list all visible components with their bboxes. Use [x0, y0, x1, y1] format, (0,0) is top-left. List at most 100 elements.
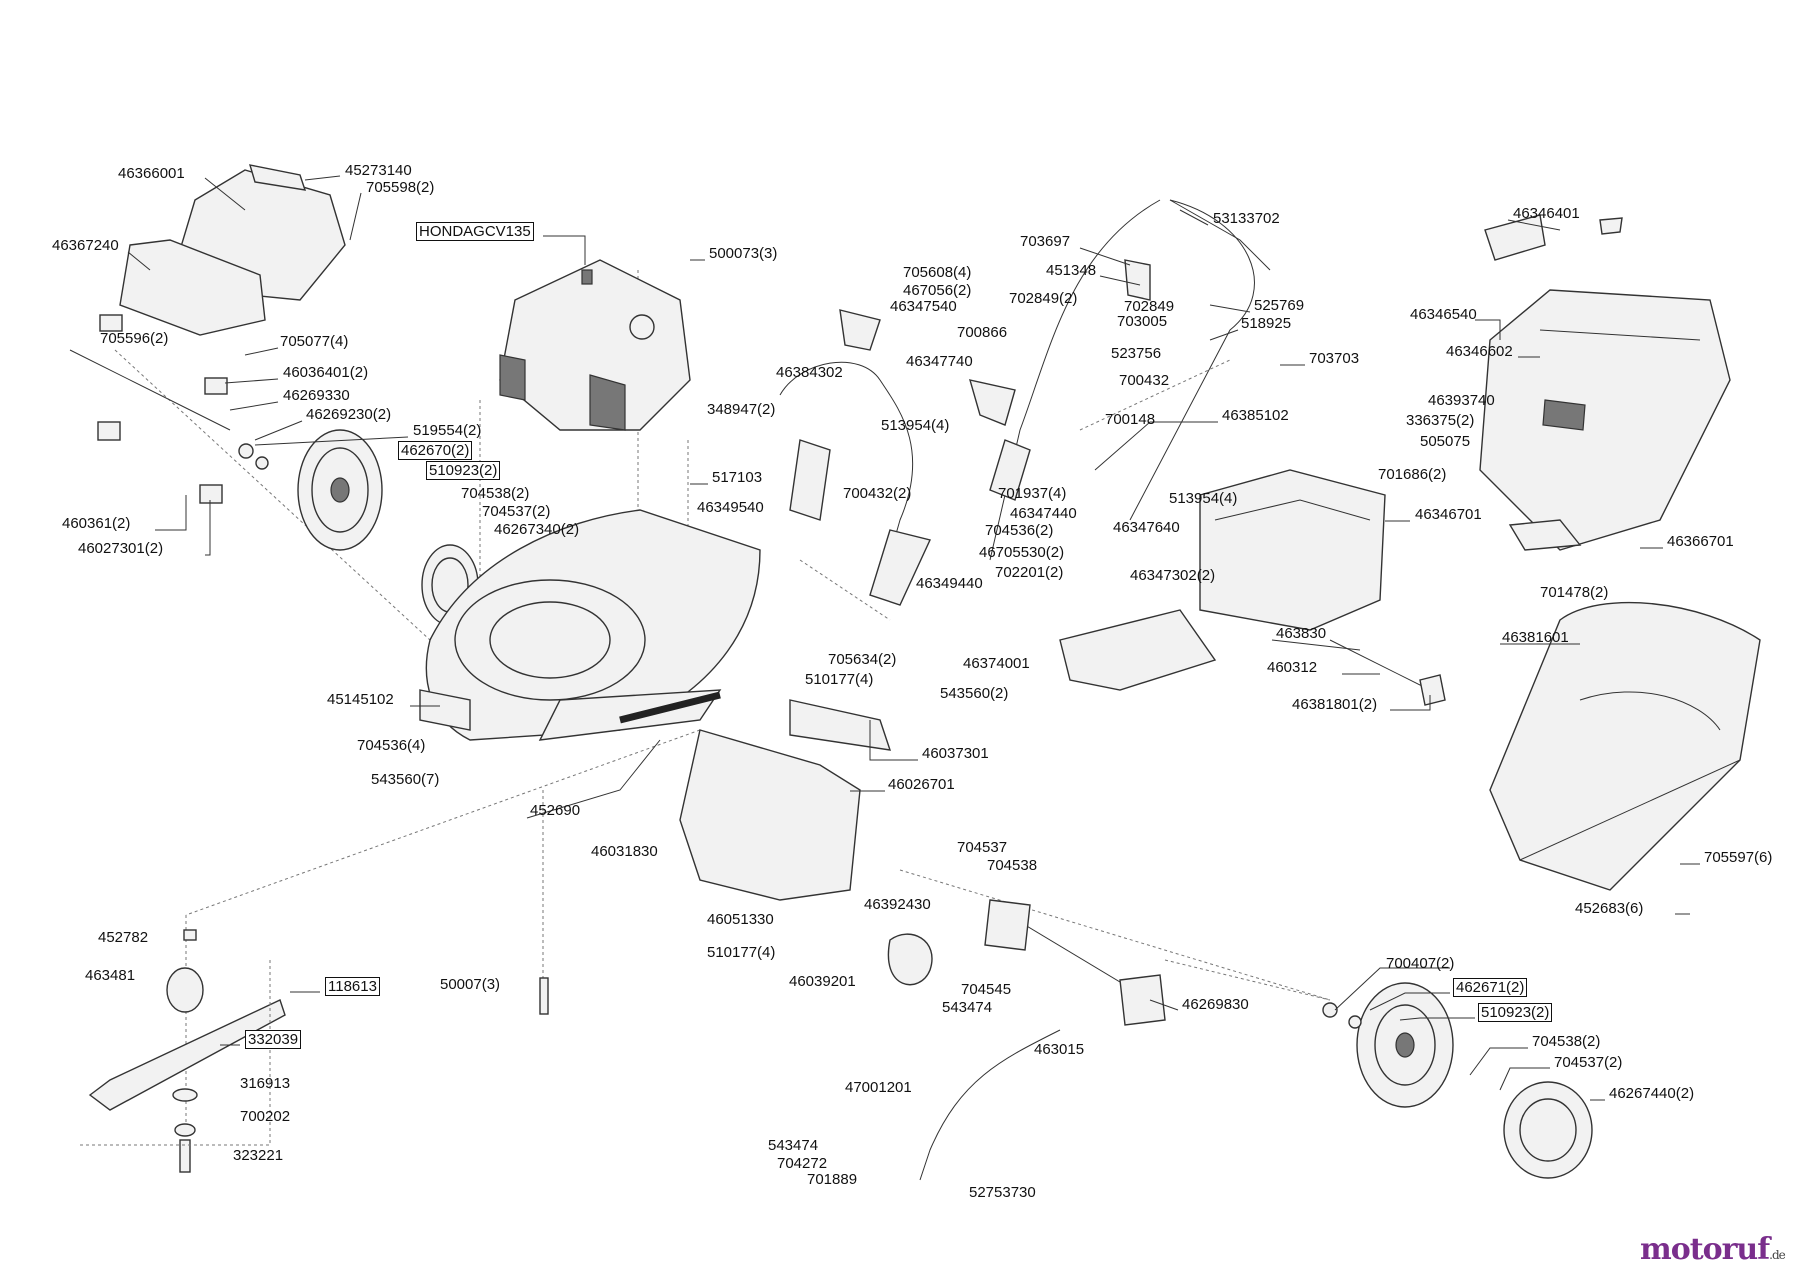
part-label: 46346540 [1410, 306, 1477, 323]
part-label: 46349440 [916, 575, 983, 592]
blade-assembly [88, 929, 549, 1173]
grass-box-top [1479, 214, 1731, 551]
part-label: 700407(2) [1386, 955, 1455, 972]
part-label: 452690 [530, 802, 581, 819]
part-label: 510923(2) [426, 461, 501, 480]
part-label: 46374001 [963, 655, 1030, 672]
part-label: 45273140 [345, 162, 412, 179]
upper-handle [989, 199, 1271, 561]
part-label: 705077(4) [280, 333, 349, 350]
brand-logo: motoruf.de [1640, 1232, 1786, 1267]
part-label: 703697 [1020, 233, 1071, 250]
engine-shroud-group [69, 164, 346, 504]
part-label: 46036401(2) [283, 364, 369, 381]
part-label: 523756 [1111, 345, 1162, 362]
part-label: 705597(6) [1704, 849, 1773, 866]
part-label: 46347302(2) [1130, 567, 1216, 584]
part-label: 463830 [1276, 625, 1327, 642]
part-label: 700148 [1105, 411, 1156, 428]
part-label: 46366001 [118, 165, 185, 182]
part-label: 460361(2) [62, 515, 131, 532]
part-label: 703703 [1309, 350, 1360, 367]
part-label: 46385102 [1222, 407, 1289, 424]
part-label: 701478(2) [1540, 584, 1609, 601]
part-label: 46346602 [1446, 343, 1513, 360]
part-label: 704537(2) [1554, 1054, 1623, 1071]
brand-domain: .de [1769, 1248, 1786, 1262]
part-label: 46269230(2) [306, 406, 392, 423]
part-label: 46267440(2) [1609, 1085, 1695, 1102]
part-label: 705608(4) [903, 264, 972, 281]
part-label: 463481 [85, 967, 136, 984]
part-label: 705596(2) [100, 330, 169, 347]
part-label: 704538 [987, 857, 1038, 874]
part-label: 46269830 [1182, 996, 1249, 1013]
part-label: 505075 [1420, 433, 1471, 450]
part-label: 513954(4) [1169, 490, 1238, 507]
part-label: 700202 [240, 1108, 291, 1125]
part-label: 46349540 [697, 499, 764, 516]
wheel-front-left [297, 429, 479, 626]
part-label: 510177(4) [707, 944, 776, 961]
rear-axle [887, 899, 1166, 1181]
part-label: 705598(2) [366, 179, 435, 196]
engine [499, 259, 691, 431]
part-label: 45145102 [327, 691, 394, 708]
part-label: 50007(3) [440, 976, 501, 993]
part-label: 452782 [98, 929, 149, 946]
part-label: 525769 [1254, 297, 1305, 314]
part-label: 46027301(2) [78, 540, 164, 557]
part-label: 46392430 [864, 896, 931, 913]
mulch-insert [1059, 609, 1446, 706]
part-label: 336375(2) [1406, 412, 1475, 429]
part-label: 704538(2) [1532, 1033, 1601, 1050]
part-label: 323221 [233, 1147, 284, 1164]
part-label: 46705530(2) [979, 544, 1065, 561]
part-label: 462671(2) [1453, 978, 1528, 997]
part-label: 517103 [712, 469, 763, 486]
part-label: 704537(2) [482, 503, 551, 520]
grass-box-lid [1199, 469, 1386, 631]
part-label: 543560(2) [940, 685, 1009, 702]
part-label: 460312 [1267, 659, 1318, 676]
part-label: 703005 [1117, 313, 1168, 330]
part-label: 702849(2) [1009, 290, 1078, 307]
part-label: 700866 [957, 324, 1008, 341]
part-label: 316913 [240, 1075, 291, 1092]
wheel-rear-right [1322, 982, 1593, 1179]
part-label: 46031830 [591, 843, 658, 860]
part-label: 46347540 [890, 298, 957, 315]
part-label: 702201(2) [995, 564, 1064, 581]
part-label: 348947(2) [707, 401, 776, 418]
part-label: 701889 [807, 1171, 858, 1188]
part-label: 46269330 [283, 387, 350, 404]
part-label: 518925 [1241, 315, 1292, 332]
part-label: 46267340(2) [494, 521, 580, 538]
part-label: 543560(7) [371, 771, 440, 788]
part-label: 467056(2) [903, 282, 972, 299]
part-label: 46037301 [922, 745, 989, 762]
part-label: 701937(4) [998, 485, 1067, 502]
part-label: 543474 [942, 999, 993, 1016]
part-label: 451348 [1046, 262, 1097, 279]
part-label: 46346701 [1415, 506, 1482, 523]
part-label: 513954(4) [881, 417, 950, 434]
part-label: 462670(2) [398, 441, 473, 460]
grass-bag [1489, 601, 1761, 891]
part-label: 510923(2) [1478, 1003, 1553, 1022]
part-label: 704537 [957, 839, 1008, 856]
part-label: 332039 [245, 1030, 302, 1049]
mower-deck [419, 509, 761, 741]
part-label: 46347440 [1010, 505, 1077, 522]
part-label: 46346401 [1513, 205, 1580, 222]
part-label: 46347640 [1113, 519, 1180, 536]
part-label: 704545 [961, 981, 1012, 998]
part-label: 701686(2) [1378, 466, 1447, 483]
part-label: 46393740 [1428, 392, 1495, 409]
leader-lines [127, 175, 1700, 1101]
part-label: 704272 [777, 1155, 828, 1172]
part-label: 463015 [1034, 1041, 1085, 1058]
part-label: 46051330 [707, 911, 774, 928]
